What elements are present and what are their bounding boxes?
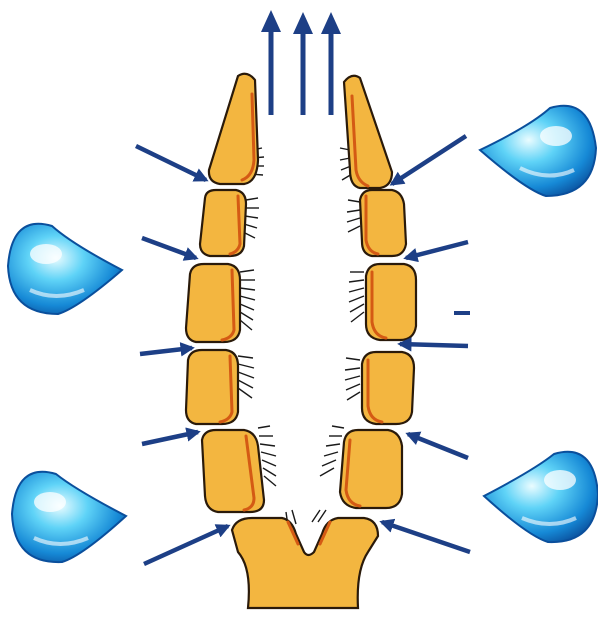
- inward-arrow-icon: [406, 242, 468, 258]
- upward-arrow-icon: [321, 12, 341, 115]
- right-block-1: [344, 76, 392, 188]
- inward-arrows: [136, 136, 470, 564]
- inward-arrow-icon: [142, 238, 196, 258]
- inward-arrow-icon: [142, 432, 198, 444]
- water-droplet-icon: [12, 472, 126, 562]
- inward-arrow-icon: [400, 344, 468, 346]
- inward-arrow-icon: [382, 522, 470, 552]
- inward-arrow-icon: [136, 146, 206, 180]
- left-block-1: [209, 74, 258, 184]
- inward-arrow-icon: [392, 136, 466, 184]
- upward-arrows: [261, 10, 341, 115]
- inward-arrow-icon: [408, 434, 468, 458]
- water-droplet-icon: [484, 452, 598, 542]
- base-block: [232, 518, 378, 608]
- upward-arrow-icon: [293, 12, 313, 115]
- upward-arrow-icon: [261, 10, 281, 115]
- inward-arrow-icon: [140, 348, 192, 354]
- water-droplet-icon: [480, 106, 596, 196]
- water-droplet-icon: [8, 224, 122, 314]
- inward-arrow-icon: [144, 526, 228, 564]
- droplets: [8, 106, 598, 562]
